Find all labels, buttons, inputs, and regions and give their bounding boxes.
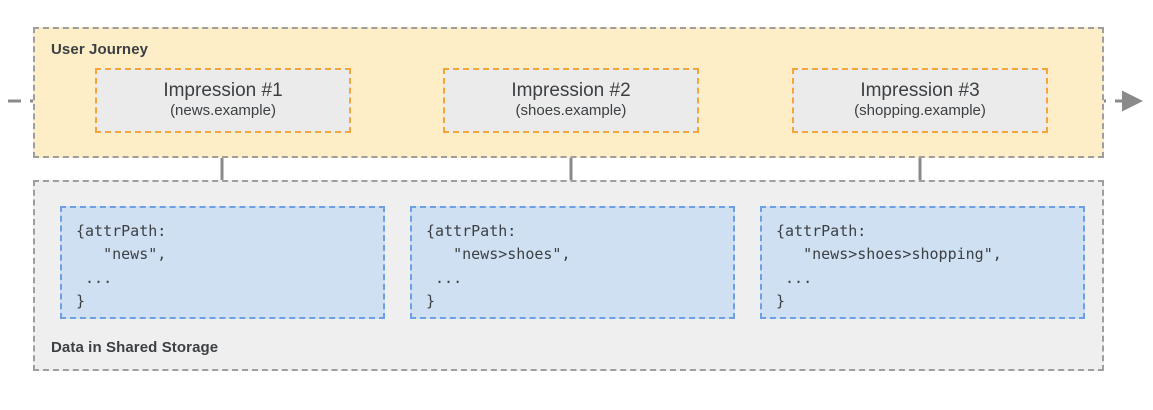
impression-box-1[interactable]: Impression #1 (news.example) [95,68,351,133]
storage-record-2: {attrPath: "news>shoes", ... } [410,206,735,319]
impression-subtitle: (news.example) [170,102,276,120]
storage-record-3: {attrPath: "news>shoes>shopping", ... } [760,206,1085,319]
impression-subtitle: (shoes.example) [515,102,627,120]
impression-subtitle: (shopping.example) [854,102,986,120]
impression-title: Impression #3 [860,79,980,101]
shared-storage-title: Data in Shared Storage [51,339,219,356]
impression-title: Impression #2 [511,79,631,101]
impression-box-3[interactable]: Impression #3 (shopping.example) [792,68,1048,133]
user-journey-title: User Journey [51,41,149,58]
impression-title: Impression #1 [163,79,283,101]
impression-box-2[interactable]: Impression #2 (shoes.example) [443,68,699,133]
storage-record-1: {attrPath: "news", ... } [60,206,385,319]
